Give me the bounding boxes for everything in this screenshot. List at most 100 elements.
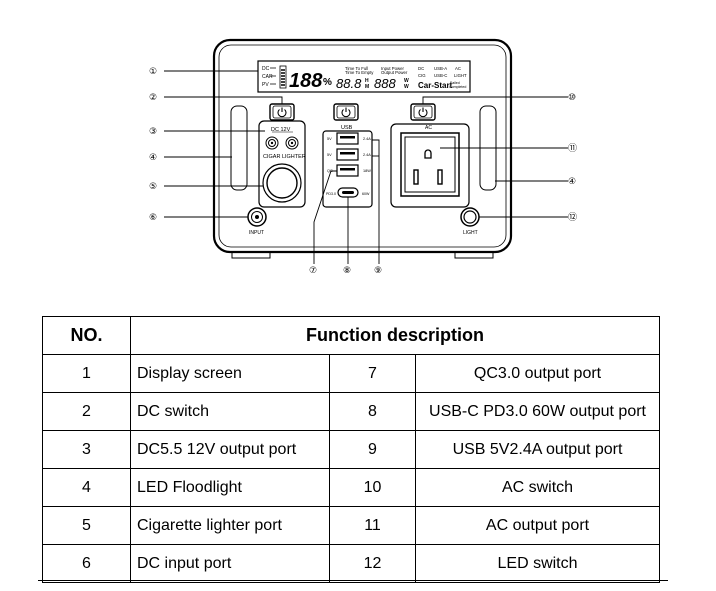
display-power: 888 — [374, 76, 396, 91]
row-description-left: Display screen — [130, 354, 330, 393]
display-car-start-note-2: Completed — [449, 85, 466, 89]
callout-numbers: ① ② ③ ④ ⑤ ⑥ ⑦ ⑧ ⑨ ⑩ ⑪ ④ ⑫ — [149, 67, 577, 276]
row-number-left: 6 — [42, 544, 131, 583]
power-icon — [341, 107, 351, 118]
usb-switch[interactable] — [333, 103, 359, 121]
display-time-label-1: Time To Full — [345, 66, 368, 71]
callout-5: ⑤ — [149, 182, 157, 192]
table-header-row: NO. Function description — [42, 316, 661, 355]
display-time-unit-m: M — [365, 84, 369, 90]
row-number-left: 2 — [42, 392, 131, 431]
left-floodlight — [230, 105, 248, 191]
display-power-unit-2: W — [404, 84, 409, 90]
row-description-right: USB 5V2.4A output port — [414, 430, 661, 469]
display-car-start: Car-Start — [418, 81, 453, 90]
display-time-unit-h: H — [365, 78, 369, 84]
dc55-port-right[interactable] — [285, 136, 299, 150]
display-source-pv: PV — [262, 82, 269, 88]
display-source-dc: DC — [262, 66, 270, 72]
device-body — [212, 38, 513, 259]
display-flag-light: LIGHT — [454, 73, 467, 78]
row-description-right: AC output port — [414, 506, 661, 545]
row-number-left: 3 — [42, 430, 131, 469]
display-source-car: CAR — [262, 74, 273, 80]
usb-panel: USB 5V 2.4A 5V 2.4A QC 18W PD3.0 60W — [322, 125, 373, 208]
row-description-right: AC switch — [414, 468, 661, 507]
usb-label-24a-1: 2.4A — [363, 137, 371, 141]
callout-lines — [164, 70, 568, 264]
usbc-60w-label: 60W — [362, 192, 370, 196]
row-description-left: DC input port — [130, 544, 330, 583]
header-function-description: Function description — [129, 316, 661, 355]
bottom-rule — [38, 580, 668, 581]
row-description-right: QC3.0 output port — [414, 354, 661, 393]
dc-panel: DC 12V CIGAR LIGHTER — [258, 120, 306, 208]
row-description-left: DC switch — [130, 392, 330, 431]
display-car-start-note-1: Failed — [450, 81, 460, 85]
usb-a-port-1[interactable] — [336, 132, 359, 145]
callout-9: ⑨ — [374, 266, 382, 276]
usb-label-qc: QC — [327, 169, 333, 173]
usb-label-24a-2: 2.4A — [363, 153, 371, 157]
display-flag-ac: AC — [455, 66, 461, 71]
display-time: 88.8 — [336, 76, 362, 91]
callout-1: ① — [149, 67, 157, 77]
usb-c-port[interactable] — [337, 187, 359, 198]
row-number-right: 11 — [329, 506, 416, 545]
dc55-port-left[interactable] — [265, 136, 279, 150]
callout-11: ⑪ — [568, 143, 577, 154]
cigarette-lighter-port[interactable] — [262, 163, 302, 203]
usbc-pd-label: PD3.0 — [326, 192, 336, 196]
row-description-left: LED Floodlight — [130, 468, 330, 507]
display-screen: DC CAR PV 188 % Time To Full Time To Emp… — [257, 60, 471, 93]
usb-label-18w: 18W — [363, 169, 371, 173]
display-flag-cig: CIG — [418, 73, 426, 78]
qc30-port[interactable] — [336, 164, 359, 177]
dc12v-label: DC 12V — [271, 127, 291, 133]
usb-label-5v-1: 5V — [327, 137, 332, 141]
header-no: NO. — [42, 316, 131, 355]
callout-2: ② — [149, 93, 157, 103]
callout-3: ③ — [149, 127, 157, 137]
dc-input-port[interactable] — [247, 207, 267, 227]
row-description-right: USB-C PD3.0 60W output port — [414, 392, 661, 431]
usb-a-port-2[interactable] — [336, 148, 359, 161]
row-number-right: 12 — [329, 544, 416, 583]
display-percent: 188 — [289, 70, 323, 92]
display-power-label-2: Output Power — [381, 70, 408, 75]
callout-7: ⑦ — [309, 266, 317, 276]
row-number-right: 8 — [329, 392, 416, 431]
led-switch[interactable] — [460, 207, 480, 227]
power-station-diagram: DC CAR PV 188 % Time To Full Time To Emp… — [149, 38, 577, 276]
cigar-lighter-label: CIGAR LIGHTER — [263, 154, 306, 160]
callout-4-right: ④ — [568, 177, 576, 187]
row-number-left: 5 — [42, 506, 131, 545]
input-label: INPUT — [249, 230, 264, 236]
callout-12: ⑫ — [568, 212, 577, 223]
row-description-right: LED switch — [414, 544, 661, 583]
callout-6: ⑥ — [149, 213, 157, 223]
callout-4-left: ④ — [149, 153, 157, 163]
light-label: LIGHT — [463, 230, 478, 236]
ac-outlet[interactable] — [400, 132, 460, 197]
row-number-right: 9 — [329, 430, 416, 469]
display-flag-dc: DC — [418, 66, 424, 71]
display-power-label-1: Input Power — [381, 66, 404, 71]
battery-icon — [279, 65, 287, 89]
usb-label: USB — [341, 125, 353, 131]
row-number-right: 7 — [329, 354, 416, 393]
power-icon — [277, 107, 287, 118]
row-number-right: 10 — [329, 468, 416, 507]
display-time-label-2: Time To Empty — [345, 70, 374, 75]
ac-switch[interactable] — [410, 103, 436, 121]
dc-switch[interactable] — [269, 103, 295, 121]
power-icon — [418, 107, 428, 118]
callout-10: ⑩ — [568, 93, 576, 103]
